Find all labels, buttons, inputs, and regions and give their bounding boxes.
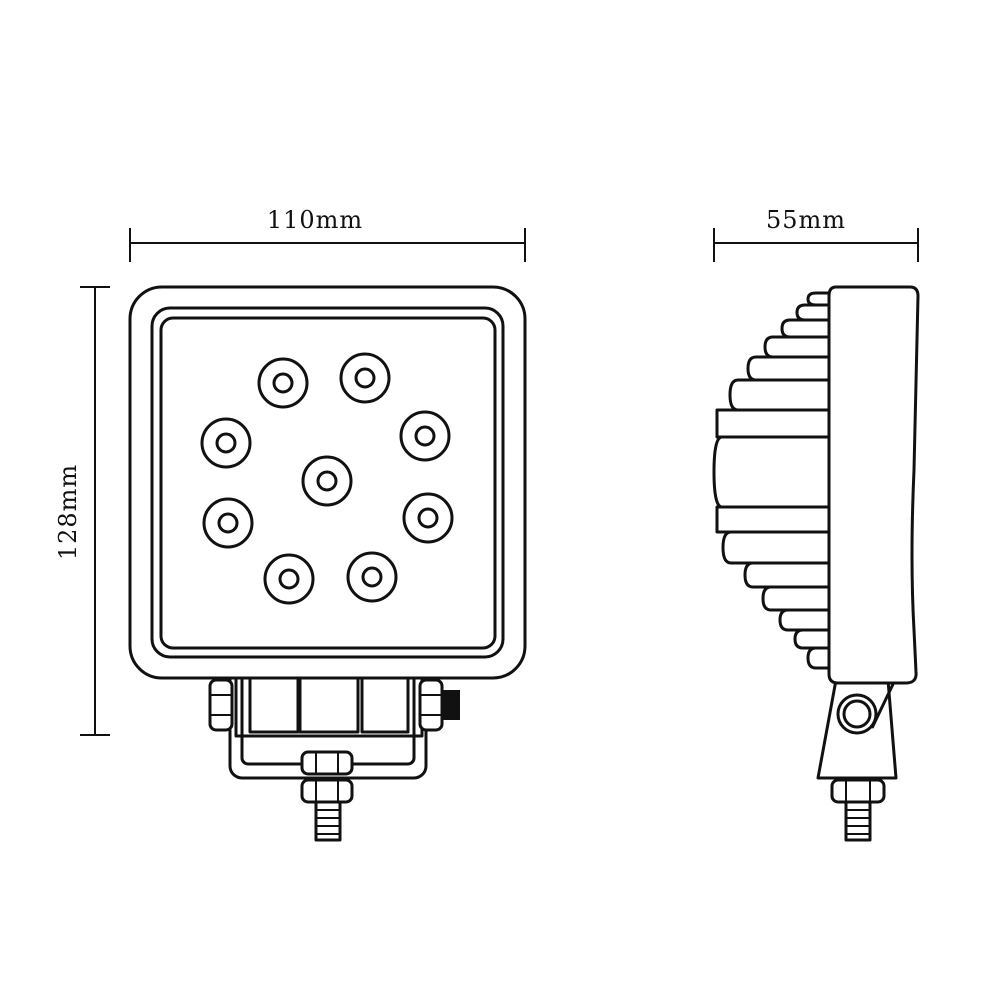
led-array	[200, 352, 454, 605]
width-label: 110mm	[267, 206, 363, 234]
led	[346, 551, 398, 603]
heat-sink-fin	[721, 530, 830, 565]
front-mount-bracket	[208, 666, 460, 842]
led	[402, 492, 454, 544]
heat-sink-fin	[728, 378, 830, 412]
heat-sink-fin	[746, 355, 830, 382]
heat-sink-fin	[806, 646, 830, 670]
heat-sink-fin	[778, 608, 830, 632]
heat-sink-fin	[743, 561, 830, 589]
heat-sink-fin	[761, 585, 830, 612]
side-lens-frame	[827, 285, 920, 685]
side-view	[712, 285, 920, 842]
led	[257, 357, 309, 409]
led	[339, 352, 391, 404]
height-dimension: 128mm	[54, 286, 110, 736]
led	[202, 497, 254, 549]
height-label: 128mm	[54, 464, 82, 560]
heat-sink-fin	[806, 291, 830, 307]
led	[399, 410, 451, 462]
heat-sink-fin	[715, 408, 830, 439]
heat-sink-fin	[712, 435, 830, 509]
heat-sink-fin	[715, 505, 830, 534]
heat-sink-fin	[780, 318, 830, 339]
heat-sink-fin	[763, 335, 830, 359]
heat-sink-fin	[793, 628, 830, 650]
heat-sink-fins	[712, 291, 830, 670]
connector	[442, 690, 460, 720]
led	[200, 417, 252, 469]
width-dimension: 110mm	[129, 206, 526, 262]
led	[301, 455, 353, 507]
side-mount-bracket	[816, 678, 898, 842]
depth-dimension: 55mm	[713, 206, 919, 262]
led	[263, 553, 315, 605]
depth-label: 55mm	[766, 206, 846, 234]
heat-sink-fin	[795, 303, 830, 322]
